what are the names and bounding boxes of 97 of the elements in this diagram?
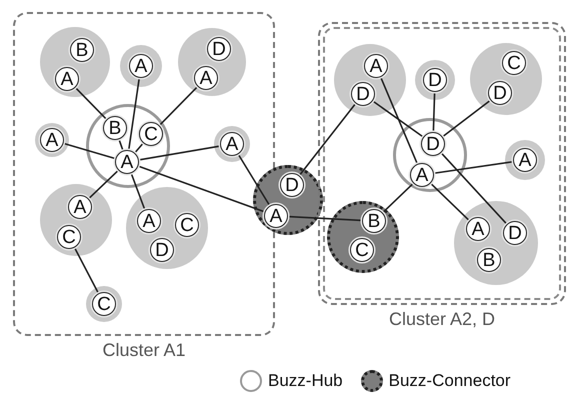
peer-label: A bbox=[416, 166, 428, 184]
link-line bbox=[442, 100, 491, 138]
link-line bbox=[158, 86, 198, 126]
group-circle bbox=[214, 126, 250, 162]
peer-circle bbox=[70, 38, 94, 62]
peer-label: D bbox=[356, 84, 370, 104]
peer-circle bbox=[477, 248, 501, 272]
link-line bbox=[380, 76, 418, 164]
hub-ring bbox=[86, 104, 170, 188]
peer-circle bbox=[410, 163, 434, 187]
link-line bbox=[372, 100, 424, 138]
peer-circle bbox=[488, 81, 512, 105]
link-line bbox=[138, 145, 220, 161]
peer-label: D bbox=[428, 70, 442, 90]
peer-circle bbox=[364, 54, 388, 78]
peer-label: C bbox=[62, 228, 76, 246]
peer-circle bbox=[220, 132, 244, 156]
peer-circle bbox=[57, 225, 81, 249]
peer-label: A bbox=[472, 220, 484, 238]
peer-circle bbox=[55, 67, 79, 91]
link-line bbox=[134, 142, 144, 154]
link-line bbox=[434, 160, 514, 174]
peer-label: C bbox=[144, 124, 158, 144]
peer-circle bbox=[207, 37, 231, 61]
group-circle bbox=[86, 286, 122, 322]
link-line bbox=[288, 216, 362, 222]
peer-label: B bbox=[368, 212, 380, 230]
group-circle bbox=[415, 60, 455, 100]
group-circle bbox=[35, 123, 69, 157]
peer-label: A bbox=[200, 68, 212, 88]
peer-circle bbox=[129, 54, 153, 78]
peer-label: A bbox=[134, 56, 148, 76]
link-line bbox=[118, 139, 124, 151]
peer-label: A bbox=[226, 134, 238, 154]
peer-label: C bbox=[180, 216, 194, 234]
peer-circle bbox=[115, 150, 139, 174]
hub-ring bbox=[393, 118, 467, 192]
link-line bbox=[440, 152, 508, 225]
peer-circle bbox=[423, 68, 447, 92]
peer-circle bbox=[137, 209, 161, 233]
peer-label: B bbox=[76, 40, 88, 60]
peer-label: A bbox=[46, 130, 58, 150]
peer-circle bbox=[421, 132, 445, 156]
peer-label: A bbox=[142, 212, 156, 230]
link-line bbox=[88, 170, 119, 200]
legend-label: Buzz-Hub bbox=[268, 371, 343, 391]
peer-circle bbox=[362, 209, 386, 233]
link-line bbox=[238, 154, 270, 206]
peer-circle bbox=[103, 116, 127, 140]
peer-circle bbox=[68, 195, 92, 219]
group-circle bbox=[120, 45, 162, 87]
link-line bbox=[298, 102, 356, 176]
peer-circle bbox=[466, 217, 490, 241]
group-circle bbox=[505, 140, 545, 180]
peer-circle bbox=[513, 148, 537, 172]
peer-label: D bbox=[493, 84, 507, 102]
peer-label: B bbox=[482, 250, 496, 270]
peer-label: A bbox=[270, 206, 282, 226]
link-line bbox=[382, 182, 414, 214]
peer-label: C bbox=[507, 54, 521, 72]
peer-label: D bbox=[426, 134, 440, 154]
peer-label: D bbox=[285, 176, 299, 194]
link-line bbox=[130, 172, 146, 210]
link-line bbox=[74, 247, 100, 294]
link-line bbox=[63, 142, 116, 160]
peer-circle bbox=[350, 238, 374, 262]
peer-label: B bbox=[108, 118, 122, 138]
peer-label: A bbox=[60, 70, 74, 88]
peer-circle bbox=[264, 204, 288, 228]
link-line bbox=[432, 92, 436, 132]
cluster-label: Cluster A2, D bbox=[388, 309, 496, 330]
peer-label: D bbox=[212, 40, 226, 58]
connector-circle bbox=[253, 165, 323, 235]
peer-label: C bbox=[97, 294, 111, 314]
peer-circle bbox=[351, 82, 375, 106]
peer-circle bbox=[503, 221, 527, 245]
link-line bbox=[138, 165, 265, 213]
peer-circle bbox=[139, 122, 163, 146]
peer-label: C bbox=[355, 240, 369, 260]
peer-circle bbox=[150, 238, 174, 262]
peer-circle bbox=[502, 51, 526, 75]
link-line bbox=[430, 182, 470, 222]
peer-label: D bbox=[508, 224, 522, 242]
link-line bbox=[74, 87, 108, 120]
cluster-label: Cluster A1 bbox=[102, 340, 186, 361]
peer-circle bbox=[194, 66, 218, 90]
peer-label: A bbox=[518, 150, 532, 170]
peer-circle bbox=[40, 128, 64, 152]
peer-circle bbox=[280, 173, 304, 197]
peer-label: D bbox=[155, 240, 169, 260]
legend-label: Buzz-Connector bbox=[388, 371, 511, 391]
link-line bbox=[128, 78, 140, 150]
peer-circle bbox=[92, 292, 116, 316]
peer-label: A bbox=[120, 152, 134, 172]
peer-circle bbox=[175, 213, 199, 237]
peer-label: A bbox=[370, 56, 382, 76]
peer-label: A bbox=[74, 198, 86, 216]
